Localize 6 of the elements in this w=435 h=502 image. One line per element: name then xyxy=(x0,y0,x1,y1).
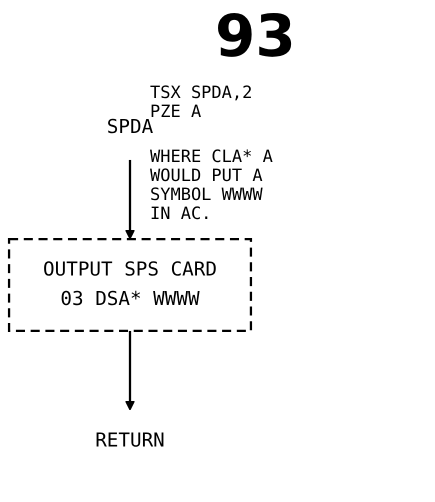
arrow xyxy=(125,160,135,240)
node-text: RETURN xyxy=(95,429,165,452)
arrow xyxy=(125,330,135,411)
note-text: WHERE CLA* A WOULD PUT A SYMBOL WWWW IN AC. xyxy=(150,148,274,224)
node-box: OUTPUT SPS CARD 03 DSA* WWWW xyxy=(8,238,252,332)
page-number: 93 xyxy=(215,2,296,70)
